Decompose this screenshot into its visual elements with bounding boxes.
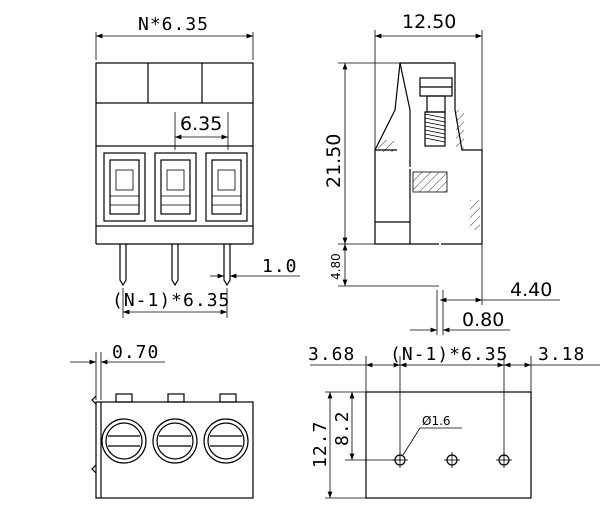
wire-entry-3	[205, 152, 248, 222]
pin-offset-label: 4.40	[510, 279, 552, 301]
pin-span-label: (N-1)*6.35	[112, 290, 230, 311]
pcb-hole-2	[444, 452, 460, 468]
pcb-pin-span-label: (N-1)*6.35	[390, 344, 508, 365]
front-view: N*6.35 6.35	[95, 14, 300, 318]
pcb-hole-3	[496, 452, 512, 468]
screw-thread	[424, 111, 446, 147]
depth-label: 12.7	[310, 421, 331, 468]
top-offset-label: 0.70	[112, 342, 159, 363]
pitch-label: 6.35	[180, 113, 222, 135]
pcb-layout: 3.68 (N-1)*6.35 3.18 12.7 8.2	[308, 344, 600, 499]
screw-3	[203, 418, 249, 464]
pin-length-label: 4.80	[329, 253, 343, 280]
side-width-label: 12.50	[402, 11, 456, 33]
right-margin-label: 3.18	[538, 344, 585, 365]
left-margin-label: 3.68	[308, 344, 355, 365]
wire-entry-1	[103, 152, 146, 222]
side-height-label: 21.50	[323, 134, 345, 188]
screw-2	[152, 418, 198, 464]
hole-row-label: 8.2	[332, 410, 353, 446]
pin-width-label: 1.0	[262, 256, 298, 277]
overall-width-label: N*6.35	[138, 14, 209, 35]
top-view: 0.70	[70, 342, 254, 499]
hole-diameter-label: Ø1.6	[422, 414, 451, 428]
pcb-hole-1	[392, 452, 408, 468]
pins	[119, 244, 231, 287]
side-view: 12.50 21.50 4.80	[323, 11, 560, 335]
pin-thickness-label: 0.80	[462, 309, 504, 331]
wire-entry-2	[154, 152, 197, 222]
screw-1	[101, 418, 147, 464]
